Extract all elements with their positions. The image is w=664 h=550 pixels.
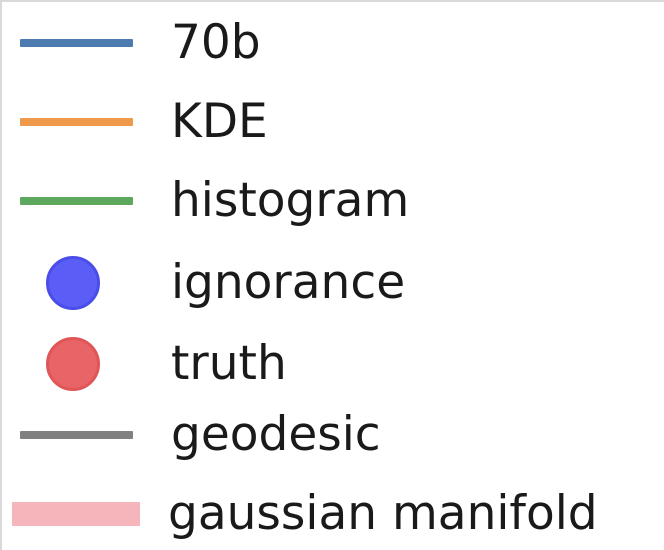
legend-entry-gaussian-manifold: gaussian manifold (2, 479, 664, 549)
legend-line-swatch-geodesic (20, 431, 133, 439)
legend-entry-70b: 70b (2, 8, 664, 78)
legend-entry-kde: KDE (2, 87, 664, 157)
legend-line-swatch-histogram (20, 197, 133, 205)
legend-band-swatch-gaussian-manifold (12, 502, 140, 526)
legend-label-histogram: histogram (171, 173, 410, 228)
legend-line-swatch-kde (20, 118, 133, 126)
legend-label-gaussian-manifold: gaussian manifold (168, 486, 598, 541)
legend-label-ignorance: ignorance (171, 255, 406, 310)
legend-label-kde: KDE (171, 94, 268, 149)
legend-label-truth: truth (171, 336, 287, 391)
legend-label-70b: 70b (171, 15, 261, 70)
legend-entry-truth: truth (2, 329, 664, 399)
legend-label-geodesic: geodesic (171, 407, 381, 462)
legend-entry-geodesic: geodesic (2, 400, 664, 470)
legend-line-swatch-70b (20, 39, 133, 47)
legend-entry-ignorance: ignorance (2, 248, 664, 318)
legend-marker-swatch-ignorance (46, 256, 100, 310)
legend-marker-swatch-truth (46, 337, 100, 391)
legend-entry-histogram: histogram (2, 166, 664, 236)
